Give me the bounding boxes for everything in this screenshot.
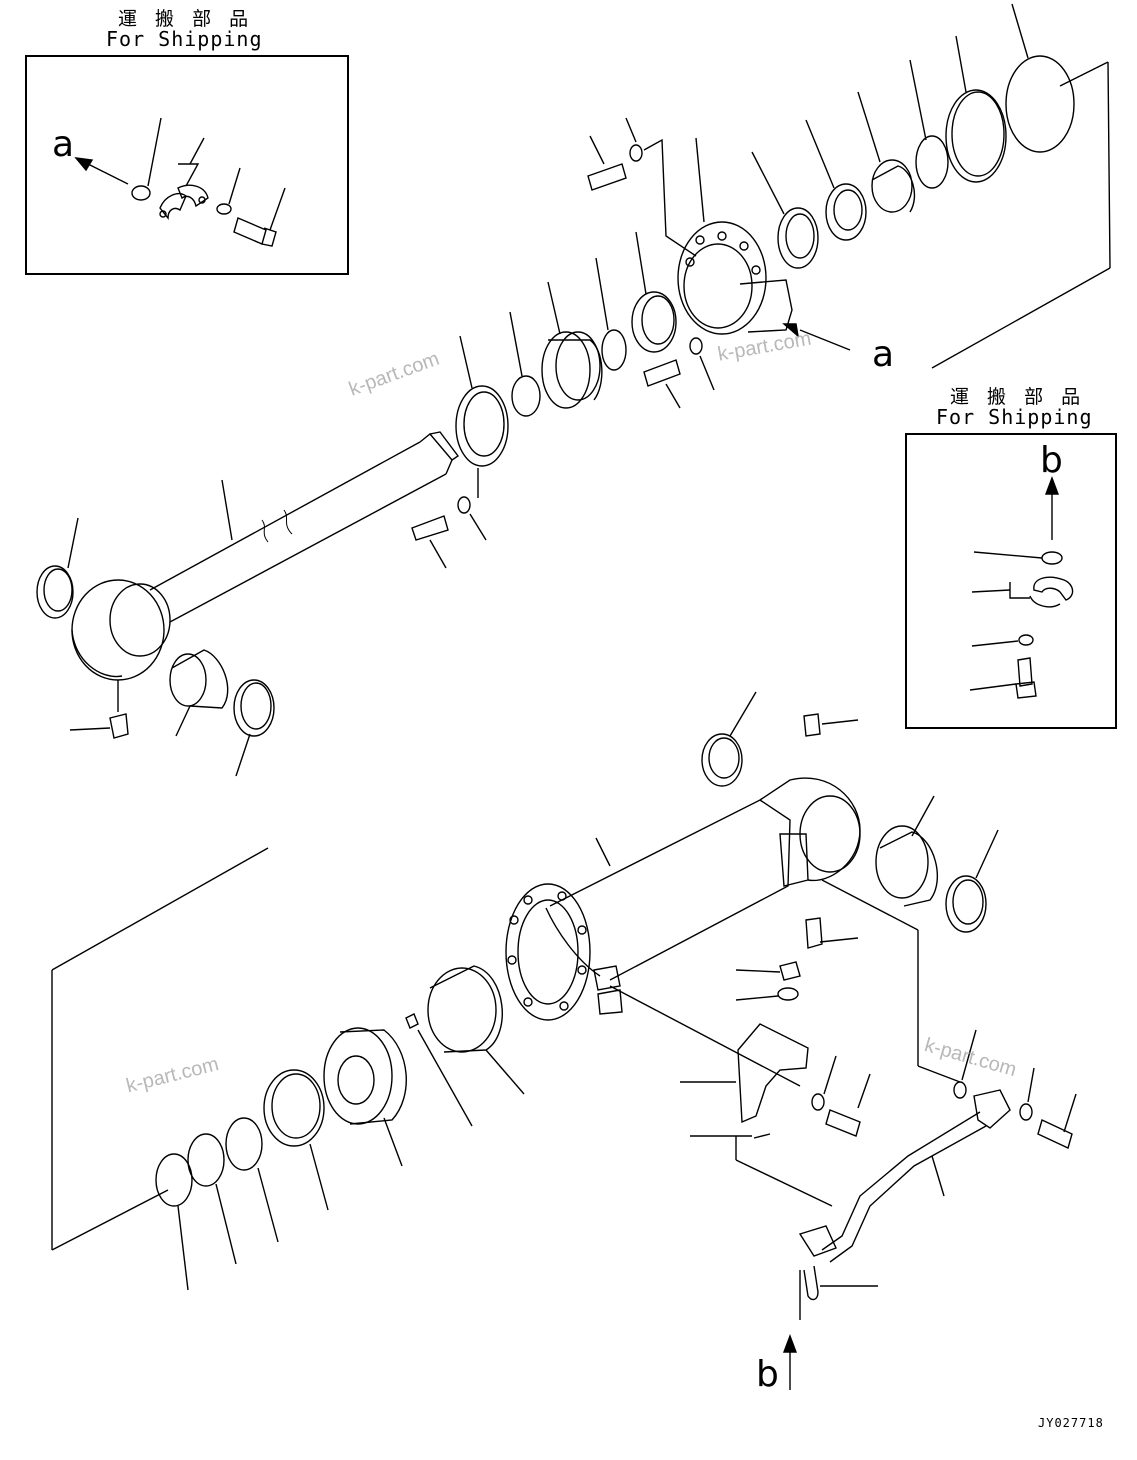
- callout-b-box: b: [1040, 440, 1063, 481]
- drawing-code: JY027718: [1038, 1416, 1104, 1430]
- shipping-box-a: [26, 56, 348, 274]
- shipping-jp-label-top: 運 搬 部 品: [118, 8, 255, 30]
- callout-b-main: b: [756, 1354, 779, 1395]
- cylinder-rod: [37, 432, 458, 776]
- callout-a-box: a: [52, 124, 75, 165]
- shipping-en-label-right: For Shipping: [936, 405, 1093, 429]
- cylinder-head-parts: [412, 4, 1110, 568]
- callout-a-main: a: [872, 334, 895, 375]
- piston-parts: [52, 848, 524, 1290]
- piping-parts: [610, 880, 1076, 1390]
- shipping-en-label-top: For Shipping: [106, 27, 263, 51]
- shipping-jp-label-right: 運 搬 部 品: [950, 386, 1087, 408]
- shipping-box-b: [906, 434, 1116, 728]
- cylinder-tube: [506, 692, 998, 1020]
